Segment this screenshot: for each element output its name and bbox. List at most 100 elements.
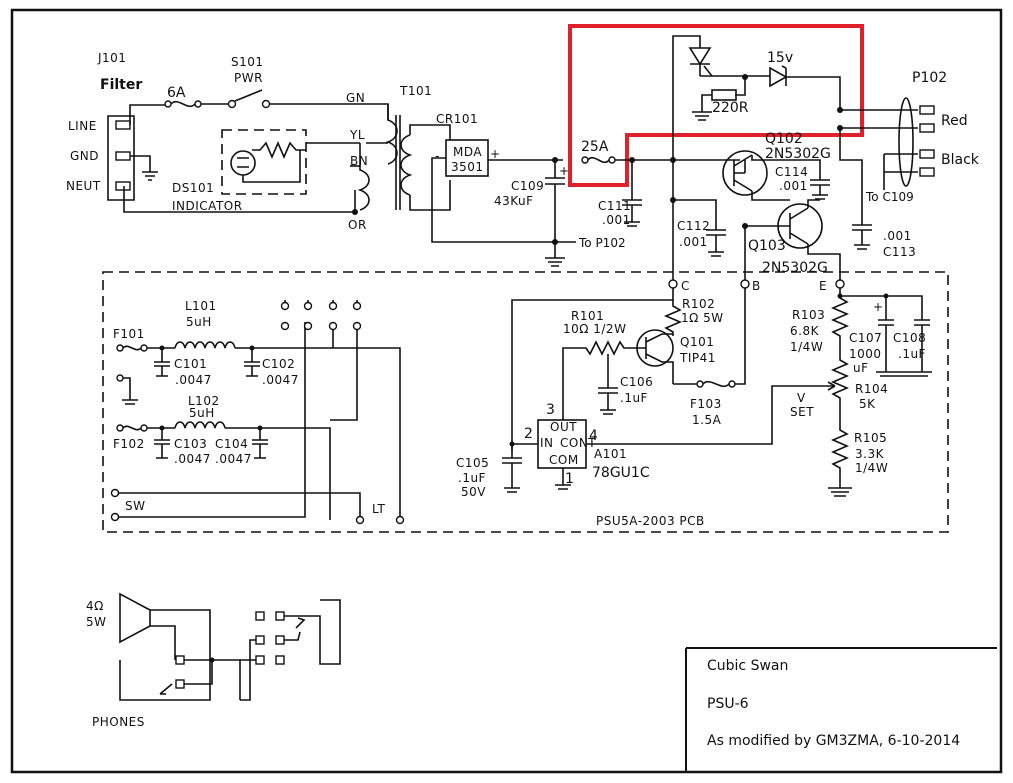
c112-value: .001 [679,235,708,249]
r103-label: R103 [792,308,825,322]
phones-label: PHONES [92,715,145,729]
c101-value: .0047 [175,373,212,387]
c109-value: 43KuF [494,194,534,208]
c102-label: C102 [262,357,295,371]
c111-value: .001 [602,213,631,227]
r104-label: R104 [855,382,888,396]
c105-voltage: 50V [461,485,486,499]
a101-part: 78GU1C [592,465,650,481]
s101-label: S101 [231,55,264,69]
terminal-posts [280,300,362,421]
r102-value: 1Ω 5W [681,311,724,325]
yl-label: YL [349,128,365,142]
pwr-label: PWR [234,71,263,85]
fuse-25a-icon [581,156,616,164]
bn-label: BN [350,154,368,168]
c113-label: C113 [883,245,916,259]
rect-part1: MDA [453,145,482,159]
c112-label: C112 [677,219,710,233]
indicator-label: INDICATOR [172,199,243,213]
c103-value: .0047 [174,452,211,466]
rect-plus: + [490,147,501,161]
page-border [10,8,1003,774]
title-line-2: PSU-6 [707,696,749,712]
c101-label: C101 [174,357,207,371]
pin-4: 4 [589,428,598,444]
pin-c-label: C [681,279,690,293]
zener-label: 15v [767,50,793,66]
p102-black: Black [941,152,980,168]
cr101-label: CR101 [436,112,478,126]
j101-label: J101 [97,51,126,65]
fuse-icon [696,380,736,388]
pin-2: 2 [524,426,533,442]
q102-ref: Q102 [765,131,803,147]
speaker-impedance: 4Ω [86,599,104,613]
c113-capacitor [852,224,872,250]
q101-part: TIP41 [679,351,716,365]
c108-label: C108 [893,331,926,345]
jack-icon [159,599,341,701]
l102-value: 5uH [189,406,215,420]
q103-ref: Q103 [748,238,786,254]
reg-com: COM [549,453,579,467]
c109-label: C109 [511,179,544,193]
reg-cont: CONT [560,436,596,450]
pcb-outline [102,271,949,533]
f101-label: F101 [113,327,145,341]
c106-label: C106 [620,375,653,389]
c107-plus: + [873,300,884,314]
filter-label: Filter [100,77,142,93]
resistor-220r-label: 220R [712,100,749,116]
pin-3: 3 [546,402,555,418]
lt-label: LT [372,502,386,516]
reg-in: IN [540,436,554,450]
fuse-25a-label: 25A [581,139,609,155]
rect-part2: 3501 [451,160,484,174]
gnd-label: GND [70,149,99,163]
pcb-name: PSU5A-2003 PCB [596,514,705,528]
fuse-6a-icon [164,100,202,108]
r101-value: 10Ω 1/2W [563,322,626,336]
modification-outline [568,24,864,187]
neut-label: NEUT [66,179,101,193]
p102-label: P102 [912,70,947,86]
to-c109-label: To C109 [865,190,914,204]
transistor-icon [634,329,674,384]
to-p102-label: To P102 [578,236,626,250]
c103-label: C103 [174,437,207,451]
r105-label: R105 [854,431,887,445]
speaker-icon [119,592,211,701]
c114-value: .001 [779,179,808,193]
ds101-label: DS101 [172,181,214,195]
transistor-icon [745,203,823,249]
p102-red: Red [941,113,968,129]
c109-plus: + [559,164,570,178]
gn-label: GN [346,91,365,105]
r104-value: 5K [859,397,876,411]
lamp-icon [230,150,256,176]
title-line-3: As modified by GM3ZMA, 6-10-2014 [707,733,960,749]
c106-value: .1uF [620,391,648,405]
scr-icon [672,35,770,160]
c113-value: .001 [883,229,912,243]
r105-power: 1/4W [855,461,888,475]
c102-value: .0047 [262,373,299,387]
speaker-power: 5W [86,615,107,629]
reg-out: OUT [550,420,577,434]
c114-label: C114 [775,165,808,179]
p102-connector [883,97,935,190]
r105-value: 3.3K [855,447,885,461]
l101-label: L101 [185,299,217,313]
a101-label: A101 [594,447,627,461]
c109-capacitor [545,160,565,267]
rect-minus: - [435,149,440,163]
f103-value: 1.5A [692,413,722,427]
c104-label: C104 [215,437,248,451]
c108-value: .1uF [898,347,926,361]
c114-capacitor [810,179,830,200]
line-label: LINE [68,119,97,133]
fuse-6a-label: 6A [167,85,186,101]
c104-value: .0047 [215,452,252,466]
